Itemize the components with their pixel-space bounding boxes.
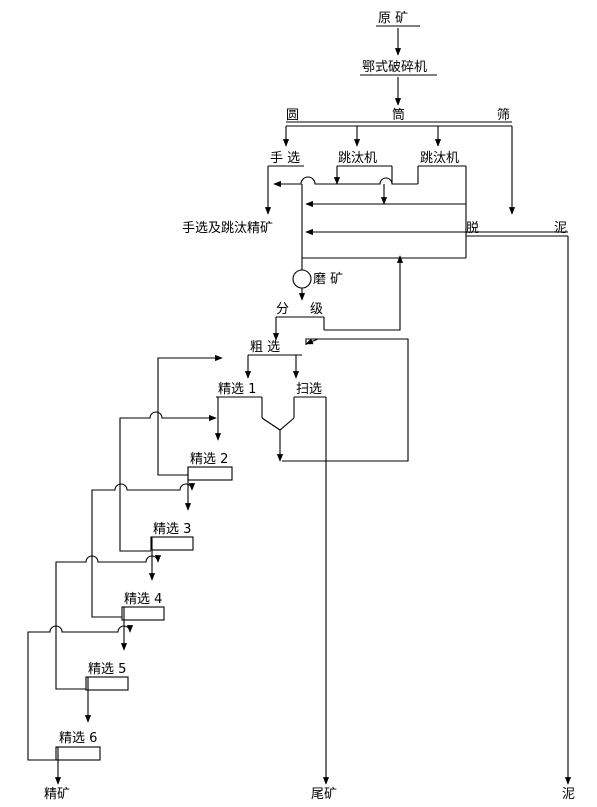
cleaner-2-box xyxy=(187,466,233,481)
desliming-label-left: 脱 xyxy=(466,221,479,236)
classification-label-left: 分 xyxy=(276,302,289,317)
classification-label-right: 级 xyxy=(310,302,323,317)
raw-ore-label: 原 矿 xyxy=(378,11,408,26)
cleaner-4-label: 精选 4 xyxy=(124,592,162,607)
classifier-recycle-arrow xyxy=(324,255,404,331)
scavenger-label: 扫选 xyxy=(296,382,322,397)
cleaner-2-tail-return-arrow xyxy=(157,354,223,476)
cleaner-4-tail-return-arrow xyxy=(91,483,196,618)
cleaner-1-label: 精选 1 xyxy=(218,382,256,397)
grinding-mill-icon xyxy=(292,269,312,289)
cleaner-2-label: 精选 2 xyxy=(190,452,228,467)
hand-jig-concentrate-label: 手选及跳汰精矿 xyxy=(182,221,273,236)
cleaner-3-label: 精选 3 xyxy=(153,522,191,537)
cleaner-5-label: 精选 5 xyxy=(88,662,126,677)
cleaner-3-box xyxy=(150,536,194,551)
cleaner-5-tail-return-arrow xyxy=(55,555,162,690)
jig-2-label: 跳汰机 xyxy=(420,151,459,166)
final-concentrate-label: 精矿 xyxy=(44,787,70,802)
cleaner-3-tail-return-arrow xyxy=(119,411,217,552)
screen-label-mid: 筒 xyxy=(392,107,405,123)
concentrate-collection-line xyxy=(273,176,418,188)
cleaner-6-label: 精选 6 xyxy=(59,731,97,746)
cleaner-5-box xyxy=(85,676,129,691)
merge-v-shape xyxy=(261,417,295,431)
desliming-label-right: 泥 xyxy=(554,221,567,236)
rougher-label: 粗 选 xyxy=(250,340,280,355)
cleaner-6-box xyxy=(55,746,101,761)
hand-select-label: 手 选 xyxy=(270,151,300,166)
jig-1-label: 跳汰机 xyxy=(338,151,377,166)
cleaner-6-tail-return-arrow xyxy=(27,625,134,761)
slime-label: 泥 xyxy=(562,787,575,802)
grinding-label: 磨 矿 xyxy=(313,272,343,287)
tailings-label: 尾矿 xyxy=(311,787,337,802)
cleaner-4-box xyxy=(121,606,165,621)
scavenger-recycle-line xyxy=(282,338,409,462)
jaw-crusher-label: 鄂式破碎机 xyxy=(362,60,427,75)
scavenger-recycle-arrowhead xyxy=(305,338,319,345)
screen-label-right: 筛 xyxy=(497,108,510,123)
screen-label-left: 圆 xyxy=(286,108,299,123)
